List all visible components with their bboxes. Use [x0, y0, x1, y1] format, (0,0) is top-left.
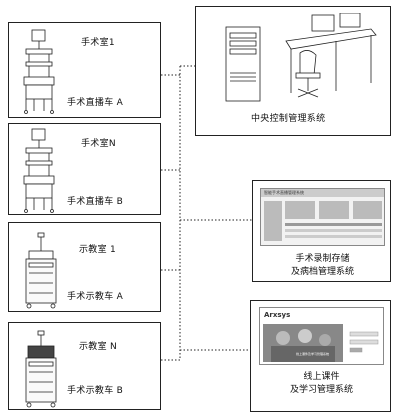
caption-line-2: 及学习管理系统: [289, 385, 353, 395]
teaching-cart-illustration: [25, 232, 57, 309]
cart-label: 手术示教车 A: [67, 292, 124, 302]
teaching-cart-illustration: [25, 330, 57, 408]
storage-system-caption: 手术录制存储 及病档管理系统: [253, 253, 392, 279]
courseware-screen-thumbnail: Arxsys 线上课件及学习管理系统: [259, 307, 384, 365]
cart-label: 手术直播车 A: [67, 98, 124, 108]
screen-title: 智能手术直播管理系统: [261, 189, 384, 197]
caption-line-1: 线上课件: [303, 372, 340, 382]
caption-line-2: 及病档管理系统: [290, 267, 354, 277]
central-control-box: 中央控制管理系统: [195, 6, 391, 136]
screen-content: [264, 201, 382, 241]
live-cart-illustration: [23, 29, 55, 114]
caption-line-1: 手术录制存储: [295, 254, 350, 264]
cart-label: 手术示教车 B: [67, 386, 124, 396]
courseware-system-caption: 线上课件 及学习管理系统: [251, 371, 392, 397]
cart-box-classroom-n: 示教室 N 手术示教车 B: [8, 322, 161, 410]
central-control-label: 中央控制管理系统: [251, 114, 326, 124]
storage-system-box: 智能手术直播管理系统 手术录制存储 及病档管理系统: [252, 180, 391, 282]
room-label: 手术室N: [81, 139, 116, 149]
live-cart-illustration: [23, 128, 55, 213]
login-form: [349, 331, 379, 353]
room-label: 示教室 1: [79, 245, 117, 255]
storage-screen-thumbnail: 智能手术直播管理系统: [260, 188, 385, 246]
cart-box-or-1: 手术室1 手术直播车 A: [8, 22, 161, 118]
room-label: 手术室1: [81, 38, 115, 48]
workstation-illustration: [225, 13, 377, 102]
brand-logo: Arxsys: [264, 311, 291, 319]
cart-box-classroom-1: 示教室 1 手术示教车 A: [8, 222, 161, 312]
room-label: 示教室 N: [79, 342, 118, 352]
surgeons-photo: [263, 324, 343, 362]
courseware-system-box: Arxsys 线上课件及学习管理系统 线上课件 及学习管理系统: [250, 300, 391, 412]
cart-label: 手术直播车 B: [67, 197, 124, 207]
screen-caption: 线上课件及学习管理系统: [296, 352, 330, 356]
cart-box-or-n: 手术室N 手术直播车 B: [8, 123, 161, 215]
